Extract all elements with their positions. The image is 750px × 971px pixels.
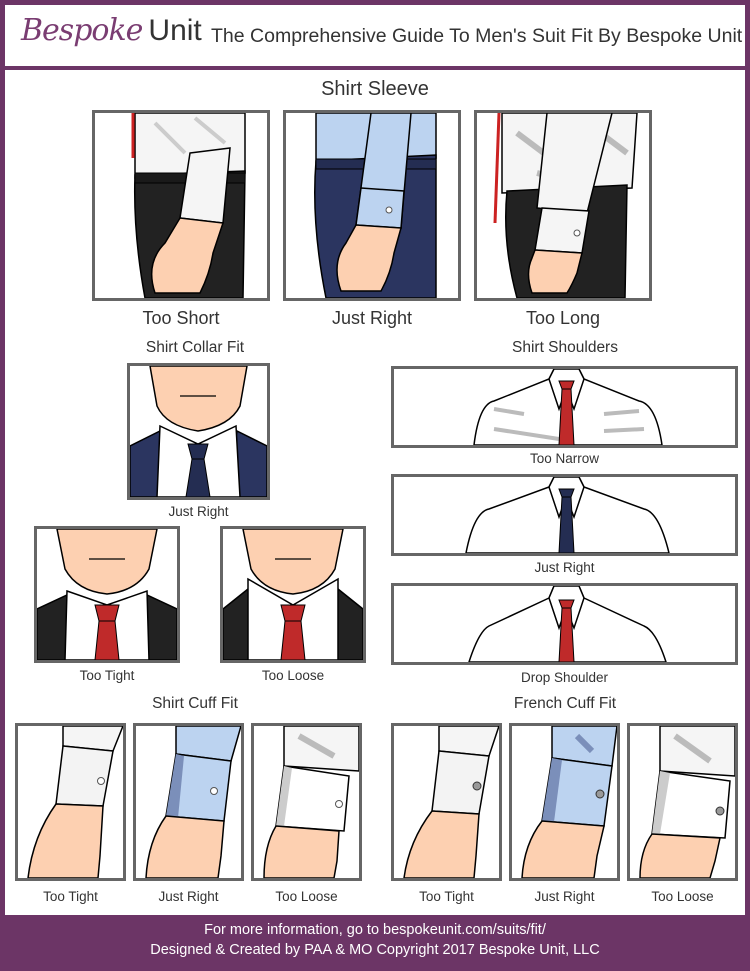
shoulders-just-right-illustration	[391, 474, 738, 556]
page-title: The Comprehensive Guide To Men's Suit Fi…	[211, 25, 743, 47]
brand-unit: Unit	[148, 14, 202, 47]
collar-just-right-label: Just Right	[168, 504, 229, 519]
section-title-shirt-shoulders: Shirt Shoulders	[512, 339, 618, 356]
brand-script: Bespoke	[21, 13, 143, 48]
sleeve-too-short-illustration	[92, 110, 270, 301]
collar-too-loose-illustration	[220, 526, 366, 663]
guide-content: Shirt Sleeve Too Short Just Right	[5, 70, 745, 915]
french-cuff-too-tight-label: Too Tight	[419, 889, 474, 904]
brand-logo[interactable]: Bespoke Unit	[21, 13, 202, 57]
sleeve-just-right-illustration	[283, 110, 461, 301]
section-title-french-cuff: French Cuff Fit	[513, 695, 617, 712]
shirt-cuff-too-tight-illustration	[15, 723, 126, 881]
french-cuff-too-loose-illustration	[627, 723, 738, 881]
section-title-shirt-sleeve: Shirt Sleeve	[321, 78, 429, 100]
sleeve-too-long-illustration	[474, 110, 652, 301]
french-cuff-too-tight-illustration	[391, 723, 502, 881]
shirt-cuff-just-right-label: Just Right	[158, 889, 219, 904]
sleeve-too-short-label: Too Short	[142, 308, 220, 328]
shirt-cuff-too-loose-label: Too Loose	[275, 889, 338, 904]
shoulders-too-narrow-label: Too Narrow	[529, 451, 600, 466]
section-title-shirt-collar: Shirt Collar Fit	[145, 339, 245, 356]
french-cuff-too-loose-label: Too Loose	[651, 889, 714, 904]
sleeve-just-right-label: Just Right	[331, 308, 413, 328]
section-title-shirt-cuff: Shirt Cuff Fit	[152, 695, 238, 712]
shirt-cuff-too-loose-illustration	[251, 723, 362, 881]
footer-copyright: Designed & Created by PAA & MO Copyright…	[150, 942, 600, 958]
collar-too-tight-illustration	[34, 526, 180, 663]
shoulders-just-right-label: Just Right	[534, 560, 595, 575]
sleeve-too-long-label: Too Long	[525, 308, 601, 328]
shirt-cuff-too-tight-label: Too Tight	[43, 889, 98, 904]
header: Bespoke Unit The Comprehensive Guide To …	[5, 5, 745, 66]
french-cuff-just-right-label: Just Right	[534, 889, 595, 904]
footer: For more information, go to bespokeunit.…	[0, 920, 750, 960]
collar-too-tight-label: Too Tight	[79, 668, 135, 683]
shirt-cuff-just-right-illustration	[133, 723, 244, 881]
french-cuff-just-right-illustration	[509, 723, 620, 881]
shoulders-drop-illustration	[391, 583, 738, 665]
shoulders-too-narrow-illustration	[391, 366, 738, 448]
footer-info-link[interactable]: For more information, go to bespokeunit.…	[204, 922, 546, 938]
shoulders-drop-label: Drop Shoulder	[520, 670, 609, 685]
collar-just-right-illustration	[127, 363, 270, 500]
collar-too-loose-label: Too Loose	[261, 668, 325, 683]
